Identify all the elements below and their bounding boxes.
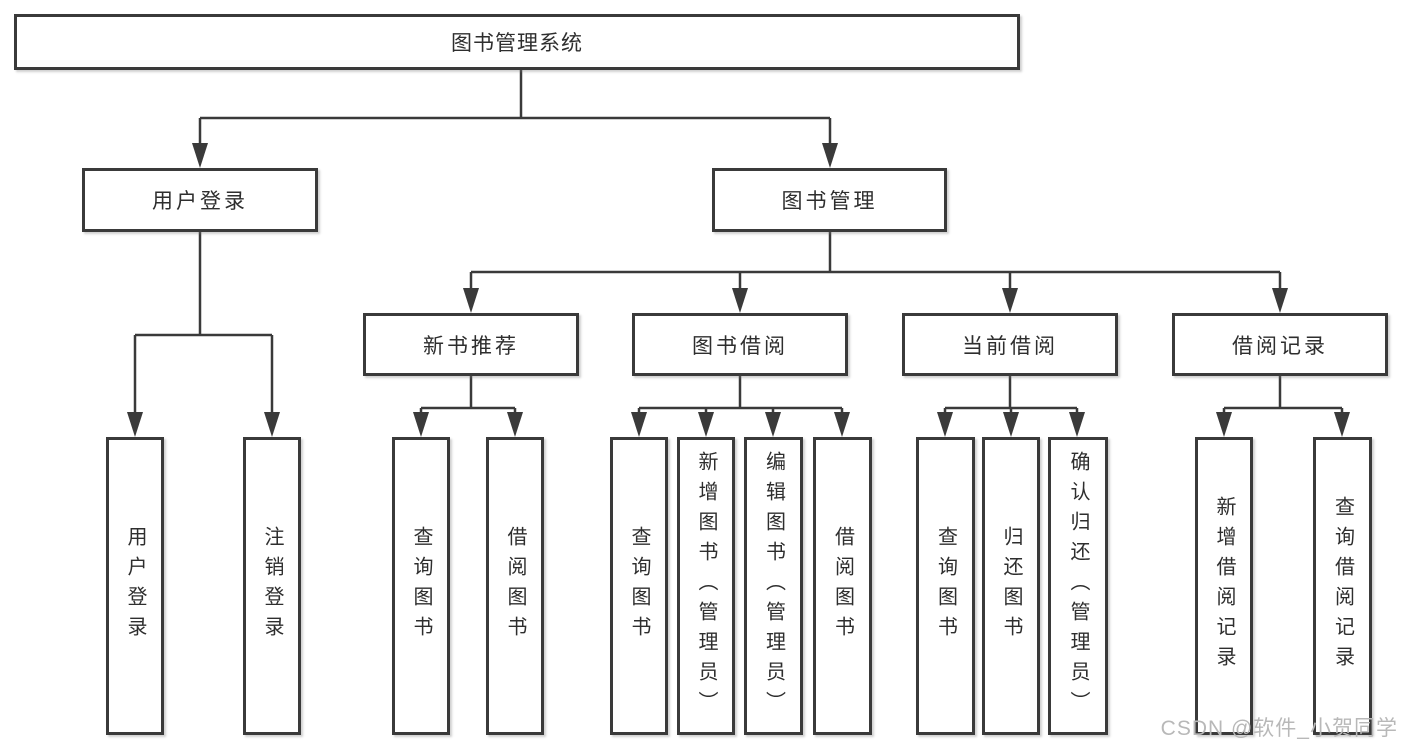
leaf-cb-confirm-return-admin: 确认归还（管理员） bbox=[1048, 437, 1108, 735]
node-book-borrow: 图书借阅 bbox=[632, 313, 848, 376]
watermark: CSDN @软件_小贺同学 bbox=[1160, 717, 1398, 740]
node-library-system: 图书管理系统 bbox=[14, 14, 1020, 70]
leaf-cb-confirm-return-admin-label: 确认归还（管理员） bbox=[1067, 451, 1089, 721]
arrowhead-bb-leaf3 bbox=[765, 412, 781, 437]
leaf-logout-label: 注销登录 bbox=[261, 526, 283, 646]
leaf-bb-borrow-books-label: 借阅图书 bbox=[831, 526, 854, 646]
arrowhead-bb-leaf4 bbox=[834, 412, 850, 437]
leaf-nb-borrow-books-label: 借阅图书 bbox=[504, 526, 526, 646]
arrowhead-book-management bbox=[822, 143, 838, 168]
arrowhead-br-leaf2 bbox=[1334, 412, 1350, 437]
leaf-bb-add-books-admin: 新增图书（管理员） bbox=[677, 437, 735, 735]
node-current-borrow-label: 当前借阅 bbox=[962, 334, 1058, 358]
leaf-nb-query-books-label: 查询图书 bbox=[410, 526, 432, 646]
node-borrow-records-label: 借阅记录 bbox=[1232, 334, 1328, 358]
leaf-br-add-record: 新增借阅记录 bbox=[1195, 437, 1253, 735]
arrowhead-cb-leaf2 bbox=[1003, 412, 1019, 437]
leaf-cb-return-books: 归还图书 bbox=[982, 437, 1040, 735]
node-borrow-records: 借阅记录 bbox=[1172, 313, 1388, 376]
arrowhead-user-login bbox=[192, 143, 208, 168]
arrowhead-nb-leaf1 bbox=[413, 412, 429, 437]
node-current-borrow: 当前借阅 bbox=[902, 313, 1118, 376]
leaf-cb-query-books: 查询图书 bbox=[916, 437, 975, 735]
node-book-borrow-label: 图书借阅 bbox=[692, 334, 788, 358]
leaf-bb-query-books: 查询图书 bbox=[610, 437, 668, 735]
leaf-user-login: 用户登录 bbox=[106, 437, 164, 735]
arrowhead-br-leaf1 bbox=[1216, 412, 1232, 437]
arrowhead-book-borrow bbox=[732, 288, 748, 313]
node-new-book-recommend-label: 新书推荐 bbox=[423, 334, 519, 358]
arrowhead-bb-leaf2 bbox=[698, 412, 714, 437]
arrowhead-leaf-login bbox=[127, 412, 143, 437]
leaf-user-login-label: 用户登录 bbox=[124, 526, 146, 646]
leaf-bb-add-books-admin-label: 新增图书（管理员） bbox=[695, 451, 717, 721]
node-new-book-recommend: 新书推荐 bbox=[363, 313, 579, 376]
leaf-bb-query-books-label: 查询图书 bbox=[628, 526, 650, 646]
leaf-bb-edit-books-admin-label: 编辑图书（管理员） bbox=[762, 451, 785, 721]
leaf-nb-query-books: 查询图书 bbox=[392, 437, 450, 735]
leaf-br-query-record-label: 查询借阅记录 bbox=[1331, 496, 1354, 676]
arrowhead-bb-leaf1 bbox=[631, 412, 647, 437]
leaf-nb-borrow-books: 借阅图书 bbox=[486, 437, 544, 735]
leaf-bb-edit-books-admin: 编辑图书（管理员） bbox=[744, 437, 803, 735]
arrowhead-nb-leaf2 bbox=[507, 412, 523, 437]
arrowhead-borrow-records bbox=[1272, 288, 1288, 313]
leaf-logout: 注销登录 bbox=[243, 437, 301, 735]
leaf-bb-borrow-books: 借阅图书 bbox=[813, 437, 872, 735]
leaf-cb-return-books-label: 归还图书 bbox=[1000, 526, 1022, 646]
node-user-login-label: 用户登录 bbox=[152, 190, 248, 213]
arrowhead-cb-leaf1 bbox=[937, 412, 953, 437]
node-user-login: 用户登录 bbox=[82, 168, 318, 232]
arrowhead-current-borrow bbox=[1002, 288, 1018, 313]
node-book-management-label: 图书管理 bbox=[781, 190, 878, 213]
leaf-br-query-record: 查询借阅记录 bbox=[1313, 437, 1372, 735]
leaf-br-add-record-label: 新增借阅记录 bbox=[1213, 496, 1235, 676]
leaf-cb-query-books-label: 查询图书 bbox=[934, 526, 957, 646]
node-book-management: 图书管理 bbox=[712, 168, 947, 232]
arrowhead-leaf-logout bbox=[264, 412, 280, 437]
arrowhead-cb-leaf3 bbox=[1069, 412, 1085, 437]
arrowheads bbox=[127, 143, 1350, 437]
arrowhead-new-book bbox=[463, 288, 479, 313]
node-library-system-label: 图书管理系统 bbox=[451, 32, 583, 55]
